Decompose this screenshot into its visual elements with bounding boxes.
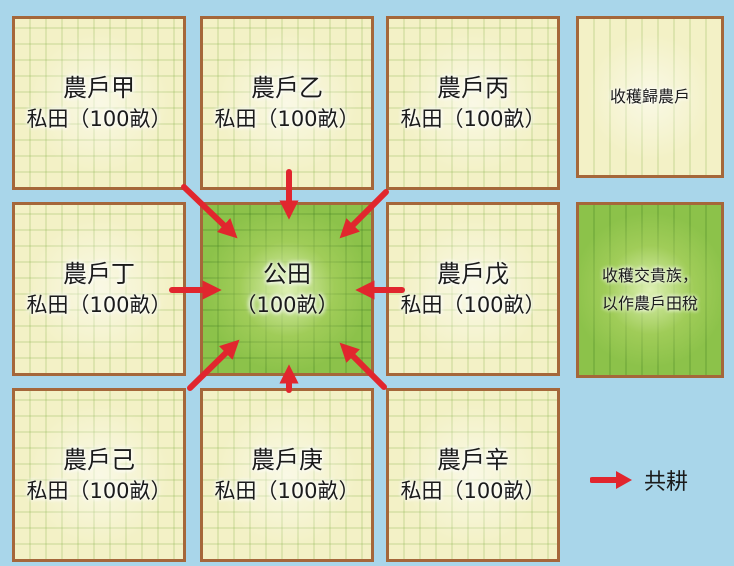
plot-farmer-wu: 農戶戊 私田（100畝） (386, 202, 560, 376)
plot-area: 私田（100畝） (400, 293, 546, 317)
plot-name: 農戶己 (63, 446, 135, 474)
legend-arrow-icon (590, 471, 632, 489)
plot-farmer-bing: 農戶丙 私田（100畝） (386, 16, 560, 190)
plot-farmer-jia: 農戶甲 私田（100畝） (12, 16, 186, 190)
note-public-harvest-line1: 收穫交貴族， (601, 266, 698, 285)
note-private-harvest-text: 收穫歸農戶 (609, 87, 690, 106)
plot-name: 農戶甲 (63, 74, 135, 102)
plot-public-field: 公田 （100畝） (200, 202, 374, 376)
plot-area: 私田（100畝） (214, 479, 360, 503)
legend: 共耕 (590, 464, 688, 496)
plot-area: 私田（100畝） (400, 479, 546, 503)
plot-name: 農戶丙 (437, 74, 509, 102)
plot-farmer-geng: 農戶庚 私田（100畝） (200, 388, 374, 562)
plot-area: 私田（100畝） (214, 107, 360, 131)
legend-label: 共耕 (644, 470, 689, 495)
plot-area: 私田（100畝） (400, 107, 546, 131)
plot-farmer-ji: 農戶己 私田（100畝） (12, 388, 186, 562)
plot-farmer-ding: 農戶丁 私田（100畝） (12, 202, 186, 376)
plot-name: 農戶丁 (63, 260, 135, 288)
plot-name: 農戶辛 (437, 446, 509, 474)
plot-name: 農戶戊 (437, 260, 509, 288)
plot-area: 私田（100畝） (26, 479, 172, 503)
note-public-harvest: 收穫交貴族， 以作農戶田稅 (576, 202, 724, 378)
plot-name: 公田 (263, 260, 311, 288)
note-public-harvest-line2: 以作農戶田稅 (601, 294, 698, 313)
plot-name: 農戶乙 (251, 74, 323, 102)
plot-farmer-yi: 農戶乙 私田（100畝） (200, 16, 374, 190)
plot-name: 農戶庚 (251, 446, 323, 474)
plot-area: （100畝） (235, 293, 339, 317)
plot-area: 私田（100畝） (26, 107, 172, 131)
plot-farmer-xin: 農戶辛 私田（100畝） (386, 388, 560, 562)
note-private-harvest: 收穫歸農戶 (576, 16, 724, 178)
plot-area: 私田（100畝） (26, 293, 172, 317)
